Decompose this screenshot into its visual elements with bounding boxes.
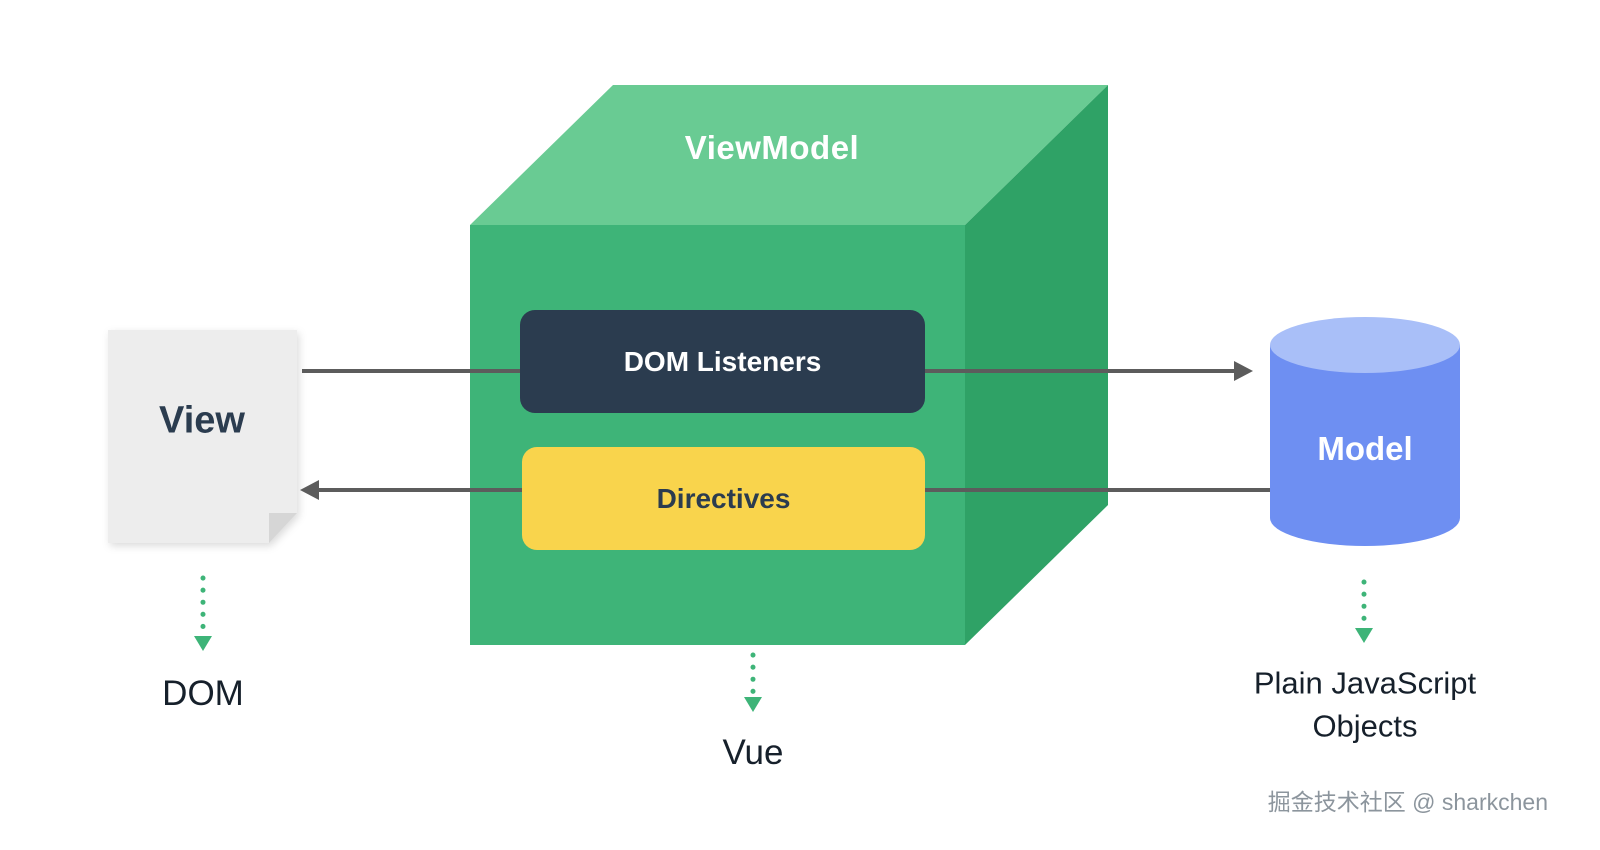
model-cylinder-body [1270,345,1460,546]
plain-js-objects-caption: Plain JavaScript Objects [1254,662,1476,749]
cube-right-face [965,85,1108,645]
directives-label: Directives [656,482,791,514]
dotted-arrow-model-to-objects [1355,579,1373,643]
view-label: View [159,399,245,442]
plain-js-objects-line1: Plain JavaScript [1253,665,1477,701]
model-label: Model [1317,430,1413,467]
viewmodel-label: ViewModel [684,129,860,166]
dotted-arrow-vue-head [744,697,762,712]
arrow-model-to-view-head [300,480,319,500]
cube-top-face [470,85,1108,225]
plain-js-objects-line2: Objects [1312,709,1418,744]
watermark: 掘金技术社区 @ sharkchen [1267,789,1548,815]
dotted-arrow-viewmodel-to-vue [744,652,762,712]
view-document-body [108,330,297,543]
arrow-view-to-model-head [1234,361,1253,381]
view-document [108,330,297,543]
view-document-fold [269,513,297,543]
dom-listeners-box: DOM Listeners [520,310,925,413]
dotted-arrow-view-to-dom [194,575,212,651]
model-cylinder-top [1270,317,1460,373]
dotted-arrow-view-head [194,636,212,651]
cube-front-face [470,225,965,645]
dom-caption: DOM [162,674,244,713]
directives-box: Directives [522,447,925,550]
dotted-arrow-model-head [1355,628,1373,643]
vue-caption: Vue [722,733,784,772]
dom-listeners-label: DOM Listeners [623,345,822,377]
